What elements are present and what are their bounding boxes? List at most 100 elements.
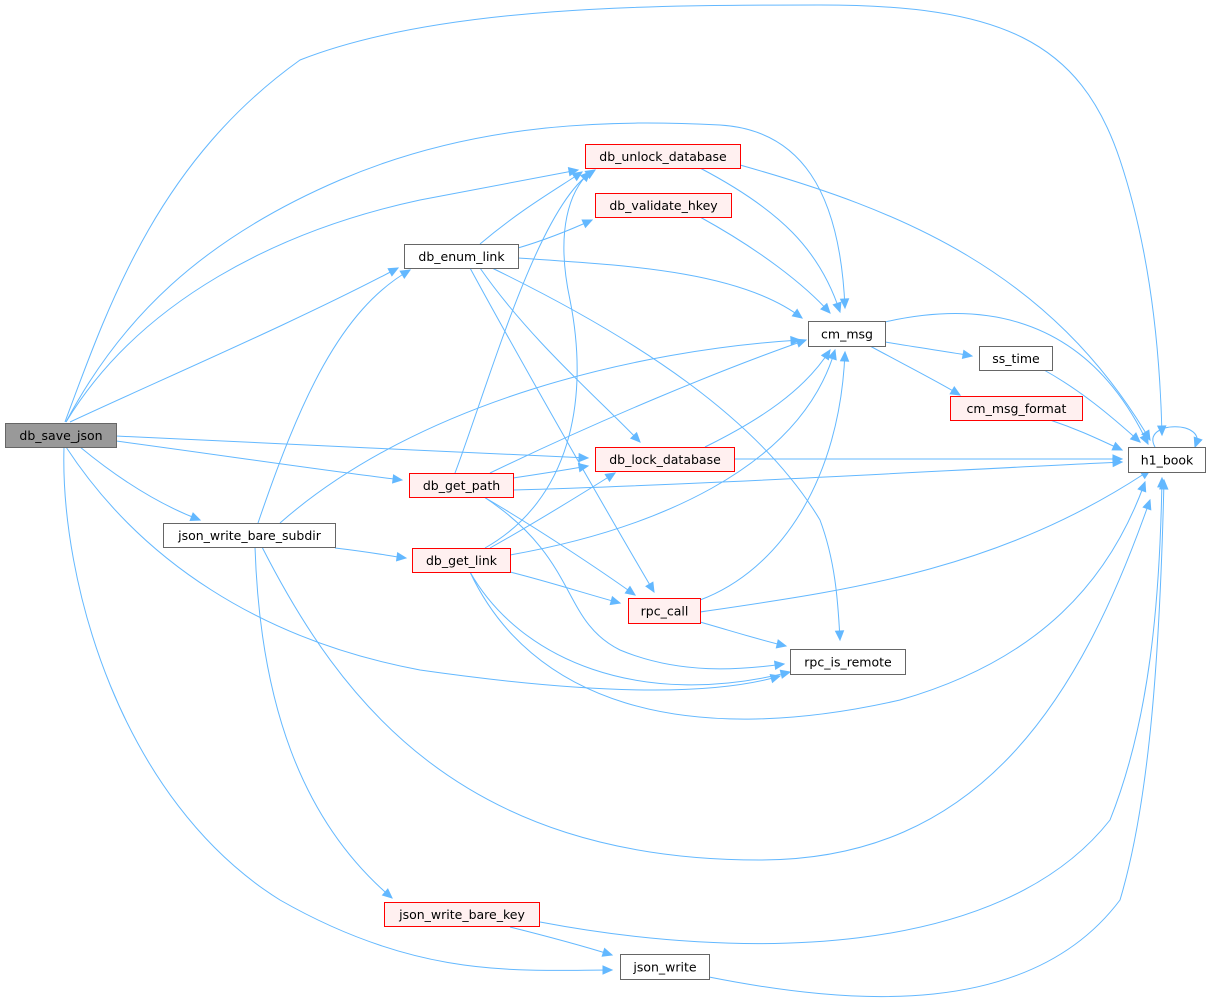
node-json-write-bare-subdir[interactable]: json_write_bare_subdir: [163, 523, 336, 548]
edge-line: [479, 267, 641, 443]
edge-arrowhead: [949, 386, 962, 396]
edge-json_write_bare_subdir-to-h1_book: [261, 498, 1152, 861]
node-cm-msg[interactable]: cm_msg: [808, 321, 886, 347]
node-label: db_enum_link: [418, 249, 505, 264]
node-label: cm_msg_format: [967, 401, 1067, 416]
edge-json_write_bare_subdir-to-cm_msg: [279, 335, 802, 524]
edge-rpc_call-to-rpc_is_remote: [699, 621, 788, 649]
edge-arrowhead: [1112, 454, 1124, 464]
edge-line: [509, 571, 621, 604]
edge-db_save_json-to-json_write_bare_subdir: [79, 446, 202, 522]
edge-json_write_bare_key-to-json_write: [509, 926, 614, 957]
node-label: cm_msg: [821, 327, 873, 342]
node-rpc-is-remote[interactable]: rpc_is_remote: [790, 649, 906, 675]
edge-line: [469, 481, 1146, 720]
edge-arrowhead: [790, 335, 802, 346]
edge-line: [699, 167, 841, 313]
node-db-save-json[interactable]: db_save_json: [5, 423, 117, 448]
edge-db_enum_link-to-rpc_is_remote: [491, 267, 845, 642]
edge-arrowhead: [381, 888, 393, 899]
edge-db_enum_link-to-rpc_call: [469, 267, 655, 594]
edge-json_write_bare_key-to-h1_book: [539, 476, 1167, 945]
node-h1-book[interactable]: h1_book: [1128, 447, 1206, 473]
node-box[interactable]: [585, 144, 741, 169]
edge-cm_msg-to-h1_book: [884, 313, 1149, 446]
edge-line: [79, 446, 201, 521]
edge-line: [512, 465, 589, 479]
node-rpc-call[interactable]: rpc_call: [628, 598, 701, 624]
edge-line: [65, 169, 579, 423]
edge-cm_msg-to-ss_time: [884, 341, 974, 360]
node-db-get-path[interactable]: db_get_path: [409, 473, 514, 498]
node-box[interactable]: [412, 548, 511, 573]
edge-arrowhead: [579, 171, 591, 183]
edge-line: [489, 472, 616, 549]
edge-line: [257, 269, 411, 524]
node-db-enum-link[interactable]: db_enum_link: [404, 244, 519, 269]
edge-db_get_path-to-cm_msg: [489, 338, 808, 474]
node-box[interactable]: [628, 598, 701, 624]
edge-arrowhead: [820, 302, 831, 314]
edge-line: [491, 267, 841, 641]
node-ss-time[interactable]: ss_time: [979, 346, 1053, 371]
edge-line: [699, 469, 1151, 613]
node-json-write[interactable]: json_write: [620, 954, 710, 980]
node-db-lock-database[interactable]: db_lock_database: [595, 447, 735, 472]
edge-db_save_json-to-db_unlock_database: [65, 166, 580, 423]
node-box[interactable]: [790, 649, 906, 675]
edge-cm_msg_format-to-h1_book: [1049, 419, 1124, 451]
node-db-validate-hkey[interactable]: db_validate_hkey: [595, 193, 732, 218]
edge-db_get_link-to-rpc_is_remote: [469, 571, 792, 686]
edge-line: [65, 446, 781, 691]
edge-line: [63, 446, 613, 971]
edge-line: [261, 499, 1151, 861]
node-box[interactable]: [384, 902, 540, 927]
edge-line: [115, 440, 403, 481]
edge-line: [279, 339, 801, 524]
node-box[interactable]: [595, 447, 735, 472]
edge-arrowhead: [1111, 441, 1124, 451]
node-box[interactable]: [950, 396, 1083, 421]
edge-cm_msg-to-cm_msg_format: [869, 345, 962, 396]
node-box[interactable]: [404, 244, 519, 269]
edge-arrowhead: [961, 349, 974, 360]
edge-line: [517, 257, 803, 319]
edge-line: [869, 345, 961, 396]
edge-line: [699, 351, 846, 601]
node-label: db_get_path: [423, 478, 500, 493]
edge-db_get_link-to-cm_msg: [509, 348, 837, 556]
node-json-write-bare-key[interactable]: json_write_bare_key: [384, 902, 540, 927]
edge-db_save_json-to-db_lock_database: [115, 435, 590, 463]
edge-arrowhead: [387, 267, 400, 277]
edge-line: [699, 621, 787, 647]
node-cm-msg-format[interactable]: cm_msg_format: [950, 396, 1083, 421]
edge-line: [884, 341, 973, 357]
edge-arrowhead: [827, 348, 837, 361]
edge-json_write_bare_subdir-to-json_write_bare_key: [254, 546, 393, 899]
node-box[interactable]: [808, 321, 886, 347]
edge-arrowhead: [189, 512, 202, 522]
edge-arrowhead: [609, 595, 622, 606]
edge-arrowhead: [839, 298, 850, 310]
node-label: db_save_json: [19, 428, 102, 443]
edge-line: [509, 926, 613, 956]
node-db-unlock-database[interactable]: db_unlock_database: [585, 144, 741, 169]
edge-arrowhead: [1142, 498, 1152, 511]
node-box[interactable]: [5, 423, 117, 448]
node-box[interactable]: [1128, 447, 1206, 473]
node-box[interactable]: [409, 473, 514, 498]
edge-arrowhead: [602, 965, 614, 975]
edge-arrowhead: [571, 171, 584, 182]
edge-db_validate_hkey-to-cm_msg: [699, 216, 831, 314]
edge-line: [884, 313, 1149, 445]
edge-arrowhead: [1159, 478, 1169, 490]
edge-arrowhead: [1193, 436, 1203, 449]
node-box[interactable]: [620, 954, 710, 980]
node-box[interactable]: [979, 346, 1053, 371]
node-box[interactable]: [163, 523, 336, 548]
node-label: ss_time: [992, 351, 1040, 366]
node-box[interactable]: [595, 193, 732, 218]
node-db-get-link[interactable]: db_get_link: [412, 548, 511, 573]
edge-arrowhead: [820, 348, 831, 361]
edge-db_get_link-to-h1_book: [469, 480, 1147, 720]
